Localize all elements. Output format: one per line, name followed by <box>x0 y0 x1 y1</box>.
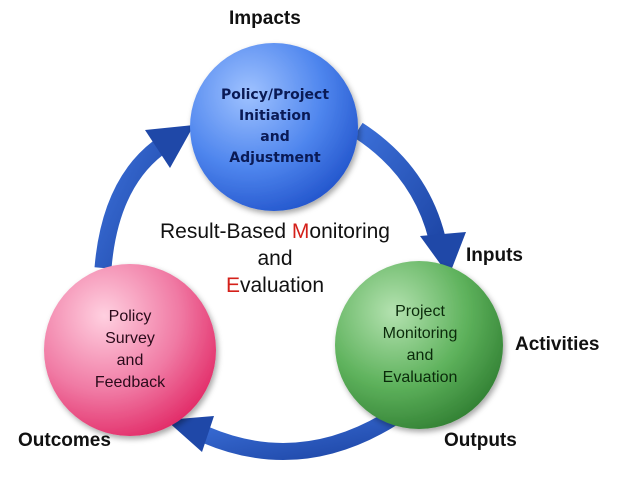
left-circle-line: Survey <box>105 330 155 347</box>
top-circle-line: Adjustment <box>229 150 321 166</box>
top-circle-line: Policy/Project <box>220 87 330 103</box>
right-circle-line: Monitoring <box>382 325 458 342</box>
left-circle-text: Policy Survey and Feedback <box>50 300 210 400</box>
center-title-line-2: and <box>257 247 293 270</box>
center-title-highlight-e: E <box>225 274 240 297</box>
right-circle-line: Project <box>395 303 445 320</box>
left-circle-line: Feedback <box>94 374 166 391</box>
top-circle-line: Initiation <box>239 108 311 124</box>
right-circle-text: Project Monitoring and Evaluation <box>345 295 495 395</box>
center-title-suffix: onitoring <box>309 220 390 243</box>
arrow-top-to-right <box>353 122 466 276</box>
top-circle-text: Policy/Project Initiation and Adjustment <box>200 82 350 172</box>
label-activities: Activities <box>515 334 600 355</box>
center-title-suffix: valuation <box>239 274 325 297</box>
label-outputs: Outputs <box>444 430 517 451</box>
arrow-right-to-left <box>166 410 397 460</box>
right-circle-line: and <box>406 347 434 364</box>
circle-project-monitoring <box>335 261 503 429</box>
center-title-highlight-m: M <box>291 220 310 243</box>
center-title-line-1: Result-Based Monitoring <box>135 218 415 245</box>
center-title-prefix: Result-Based <box>160 220 292 243</box>
arrow-left-to-top <box>94 125 194 269</box>
center-title: Result-Based Monitoring and Evaluation <box>135 218 415 299</box>
right-circle-line: Evaluation <box>382 369 458 386</box>
left-circle-line: Policy <box>108 308 152 325</box>
top-circle-line: and <box>260 129 290 145</box>
circle-policy-project <box>190 43 358 211</box>
label-outcomes: Outcomes <box>18 430 111 451</box>
center-title-line-3: Evaluation <box>135 272 415 299</box>
label-impacts: Impacts <box>229 8 301 29</box>
label-inputs: Inputs <box>466 245 523 266</box>
circle-policy-survey <box>44 264 216 436</box>
left-circle-line: and <box>116 352 144 369</box>
